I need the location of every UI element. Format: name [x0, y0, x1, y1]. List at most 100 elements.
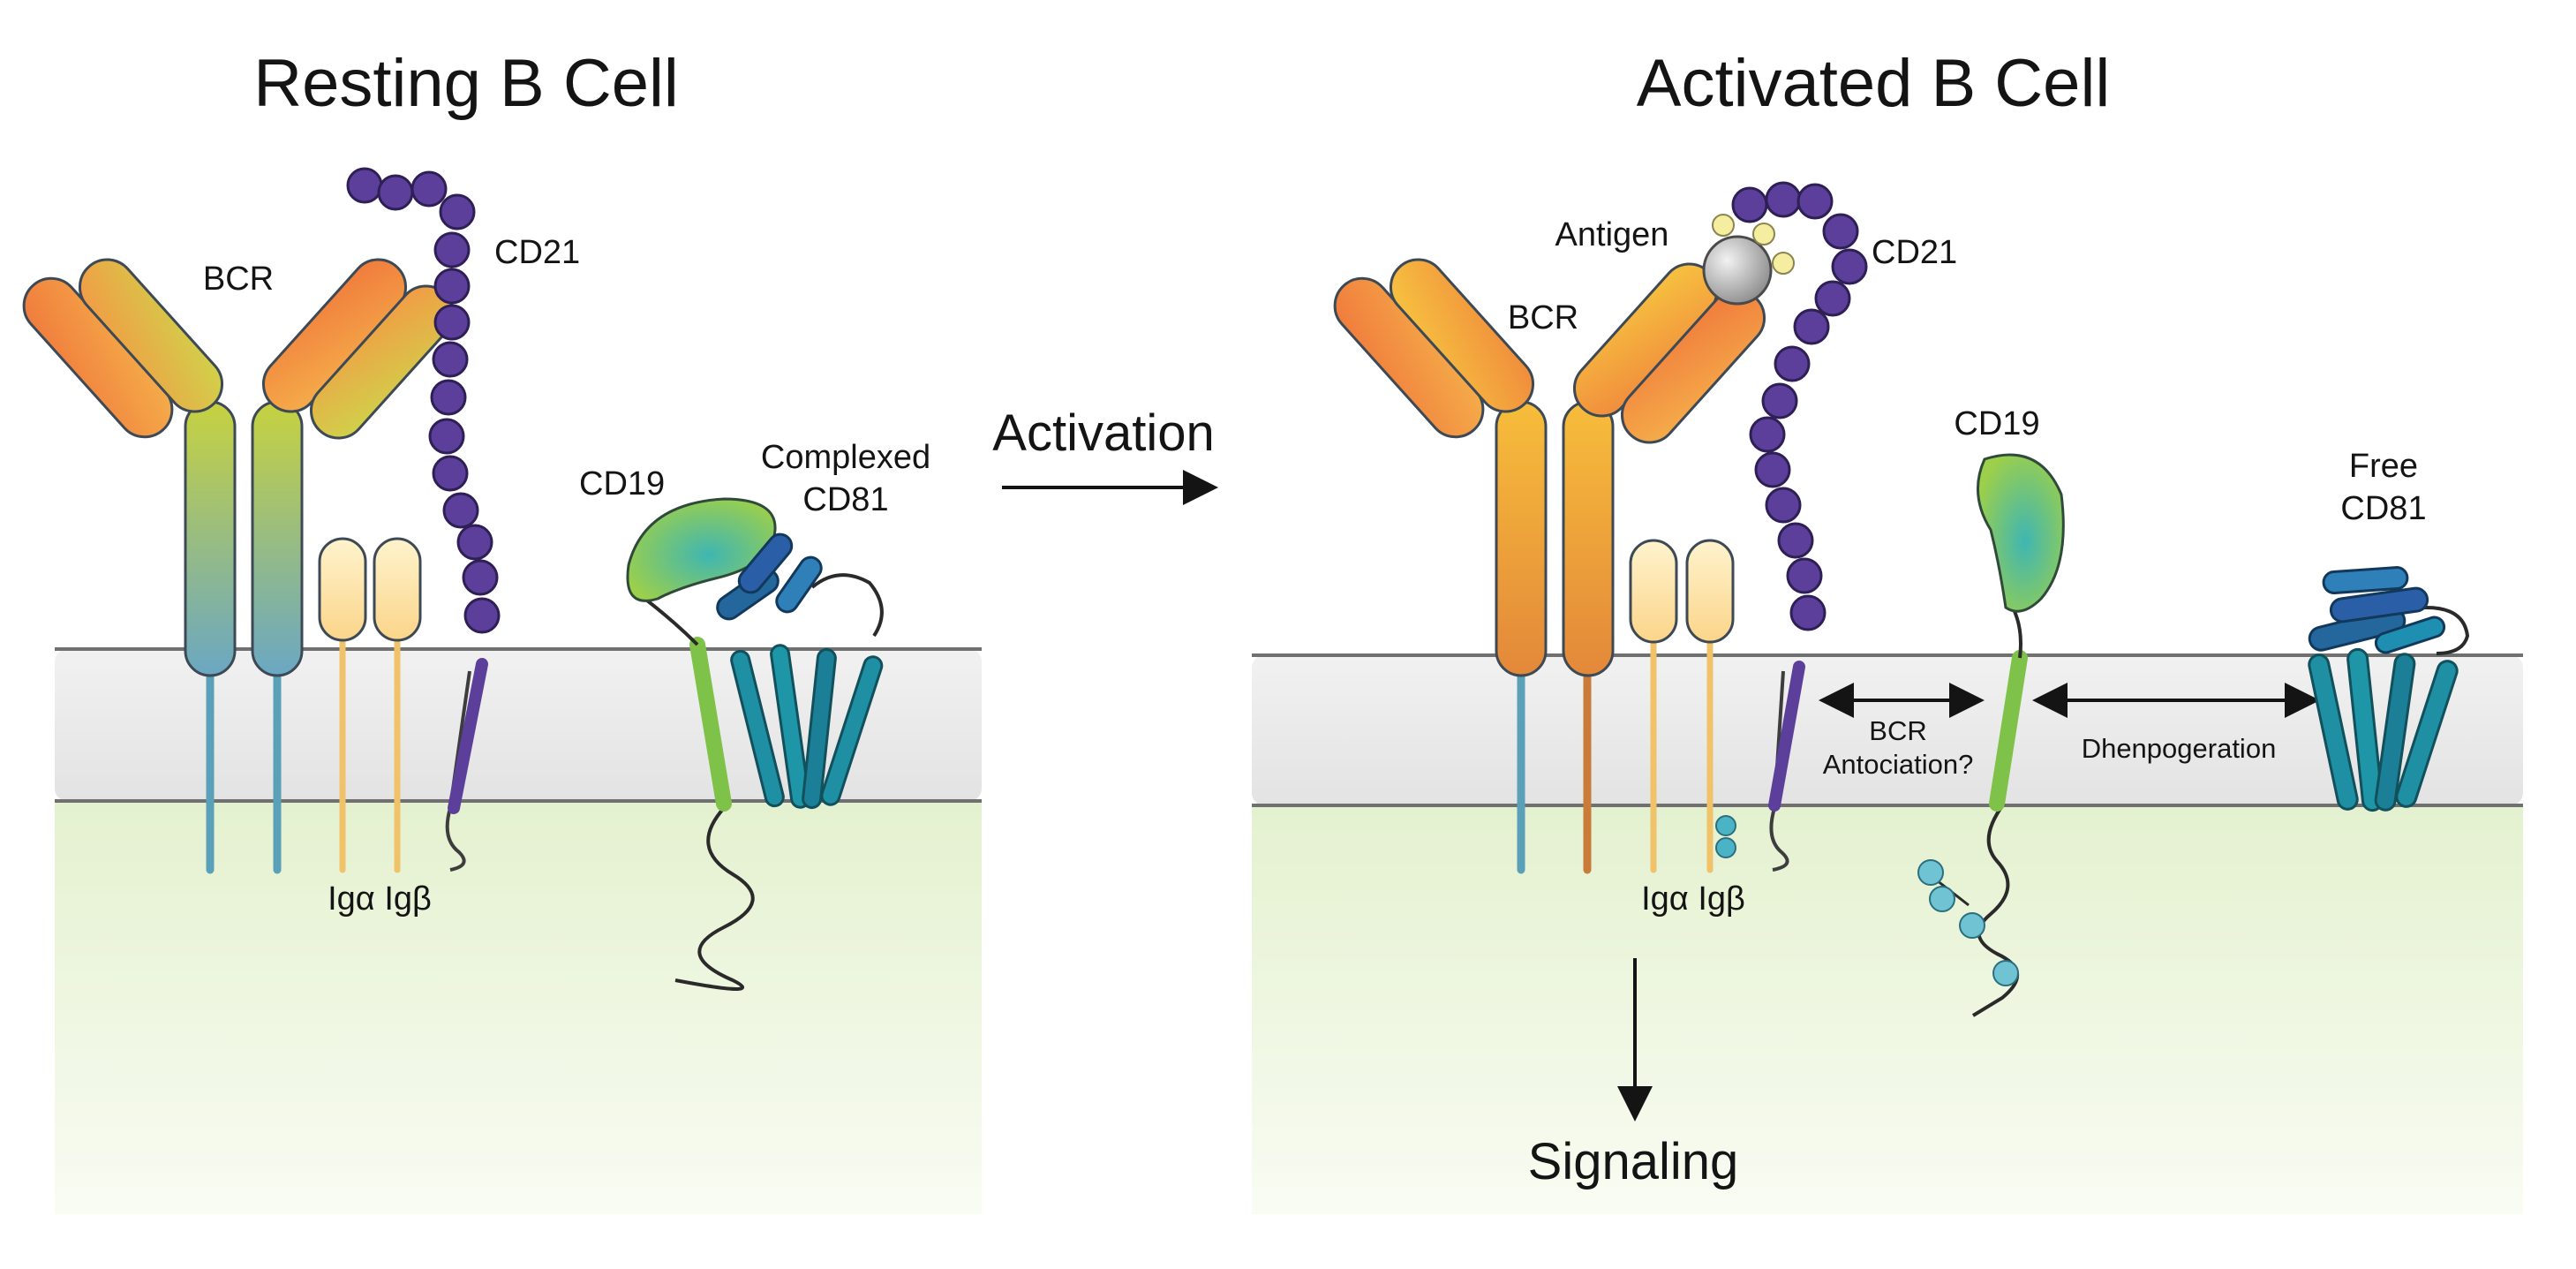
phospho-tyrosine — [1959, 912, 1985, 939]
cd19-extracellular-domain — [1976, 453, 2065, 613]
cd21-bead — [1777, 522, 1814, 559]
cd81-helix-4 — [2395, 660, 2459, 808]
cd21-tail — [1769, 670, 1789, 872]
cd19-transmembrane — [1989, 650, 2028, 812]
cd21-bead — [456, 524, 493, 561]
phospho-tyrosine — [1929, 886, 1955, 912]
activated-cd19-label: CD19 — [1954, 405, 2039, 442]
cd21-bead — [442, 492, 479, 529]
cd21-bead — [463, 597, 501, 634]
cd81-helix-4 — [820, 655, 884, 806]
cytoplasm-region — [1252, 804, 2523, 1214]
cd21-beads — [1731, 181, 1868, 631]
resting-ig-label: Igα Igβ — [328, 880, 432, 918]
cd81-helix-2 — [770, 644, 811, 809]
cd21-bead — [439, 193, 476, 230]
bcr-heavy-chain-left — [1495, 400, 1548, 677]
phospho-tyrosine — [1917, 859, 1944, 886]
resting-cd81-label: CD81 — [802, 481, 888, 518]
bcr-molecule — [22, 258, 456, 874]
ig-alpha-beta — [1629, 539, 1736, 873]
cd19-molecule — [626, 497, 777, 991]
activation-transition: Activation — [992, 404, 1218, 505]
resting-cd19-label: CD19 — [579, 465, 665, 502]
activated-panel: Activated B Cell BCR Igα Igβ — [1252, 46, 2523, 1214]
cd81-free — [2308, 566, 2470, 812]
cd81-helix-3 — [2374, 653, 2416, 812]
antigen — [1702, 214, 1795, 306]
resting-bcr-label: BCR — [203, 261, 274, 298]
phospho-tyrosine — [1992, 960, 2019, 986]
cd21-tail — [445, 670, 471, 872]
activation-label: Activation — [992, 404, 1214, 462]
bcr-heavy-chain-right — [251, 400, 304, 677]
cd19-molecule — [1917, 453, 2065, 1017]
cd21-transmembrane — [448, 658, 488, 814]
cd81-loop-helix-d — [2374, 616, 2446, 654]
cd19-transmembrane — [689, 637, 732, 812]
cd21-bead — [433, 268, 471, 305]
resting-complexed-label: Complexed — [761, 439, 930, 476]
cd21-bead — [428, 418, 465, 455]
resting-panel: Resting B Cell BCR Igα Igβ — [22, 46, 982, 1214]
cd21-bead — [1765, 181, 1802, 218]
cd21-transmembrane — [1768, 661, 1805, 812]
cd21-bead — [462, 559, 499, 596]
dissociation-label: Dhenpogeration — [2082, 733, 2277, 764]
phospho-site — [1715, 837, 1736, 858]
cd21-bead — [1774, 345, 1811, 382]
bcr-fab-left-inner — [78, 258, 224, 413]
cd81-helix-3 — [802, 647, 837, 810]
complement-fragment — [1752, 223, 1775, 245]
cd21-bead — [1754, 451, 1791, 488]
cd21-bead — [1761, 382, 1798, 419]
ig-alpha — [318, 537, 367, 642]
ig-beta — [1685, 539, 1735, 644]
activated-bcr-label: BCR — [1508, 299, 1578, 336]
cd81-helix-1 — [2308, 653, 2359, 811]
bcr-fab-left-inner — [1389, 258, 1535, 413]
activated-ig-label: Igα Igβ — [1641, 880, 1745, 918]
signaling-label: Signaling — [1528, 1133, 1739, 1190]
cd21-bead — [433, 231, 471, 268]
cd21-bead — [1831, 248, 1868, 285]
cd21-beads — [346, 167, 501, 634]
cd21-bead — [411, 170, 448, 208]
cd21-molecule — [346, 167, 501, 872]
cd21-bead — [1822, 213, 1859, 250]
activated-cd21-label: CD21 — [1872, 234, 1957, 271]
complement-fragment — [1712, 214, 1735, 237]
bcr-association-label-line1: BCR — [1869, 715, 1926, 746]
cd21-bead — [430, 379, 467, 416]
cd19-linker — [2011, 607, 2022, 659]
phospho-site — [1715, 815, 1736, 836]
bcr-association-label-line2: Antociation? — [1823, 749, 1974, 780]
free-cd81-label: CD81 — [2340, 490, 2426, 527]
cd21-bead — [1749, 416, 1786, 453]
ig-beta — [373, 537, 422, 642]
cd21-bead — [377, 174, 414, 211]
cd81-loop-helix-c — [2322, 566, 2409, 595]
bcr-heavy-chain-right — [1562, 400, 1615, 677]
cd81-loop-helix-b — [737, 533, 794, 594]
cd21-bead — [1793, 308, 1830, 345]
cd81-complexed — [716, 533, 884, 810]
cd21-bead — [1786, 557, 1823, 594]
cytoplasm-region — [55, 799, 982, 1214]
resting-cd21-label: CD21 — [494, 234, 580, 271]
cd81-loop-helix-b — [2329, 586, 2429, 623]
cd81-helix-2 — [2346, 647, 2384, 812]
cd21-bead — [1814, 280, 1851, 317]
cd21-bead — [433, 304, 471, 341]
cd81-loop — [810, 573, 884, 638]
antigen-label: Antigen — [1555, 216, 1669, 253]
free-label: Free — [2349, 448, 2418, 485]
cd21-bead — [1731, 186, 1768, 223]
cd21-bead — [432, 341, 469, 378]
activated-title: Activated B Cell — [1637, 46, 2110, 121]
cd81-helix-1 — [730, 649, 785, 808]
cd21-molecule — [1731, 181, 1868, 872]
ig-alpha — [1629, 539, 1678, 644]
cd81-loop-helix-c — [775, 555, 823, 614]
